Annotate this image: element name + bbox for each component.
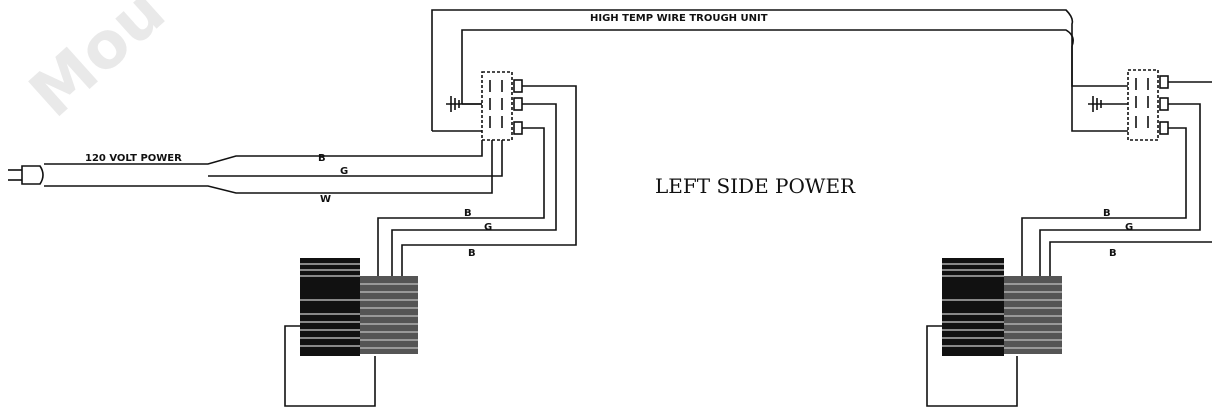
right-wire-b1-label: B [1103, 208, 1111, 219]
right-blower-motor [926, 258, 1062, 407]
side-title: LEFT SIDE POWER [655, 174, 856, 198]
motor-wire-b2-label: B [468, 248, 476, 259]
left-receptacle [377, 71, 577, 278]
left-ground-icon [446, 96, 482, 112]
power-label: 120 VOLT POWER [85, 153, 182, 164]
wire-trough: HIGH TEMP WIRE TROUGH UNIT [431, 9, 1128, 132]
power-cord: 120 VOLT POWER B G W [44, 140, 503, 205]
right-ground-icon [1088, 96, 1128, 112]
wire-w-label: W [320, 194, 331, 205]
left-blower-motor [284, 258, 418, 407]
right-receptacle [1021, 69, 1212, 278]
motor-wire-g-label: G [484, 222, 492, 233]
right-wire-b2-label: B [1109, 248, 1117, 259]
watermark: Mou [16, 0, 179, 132]
wire-g-label: G [340, 166, 348, 177]
wire-b-label: B [318, 153, 326, 164]
right-wire-g-label: G [1125, 222, 1133, 233]
trough-label: HIGH TEMP WIRE TROUGH UNIT [590, 13, 768, 24]
plug-icon [8, 165, 44, 185]
motor-wire-b1-label: B [464, 208, 472, 219]
